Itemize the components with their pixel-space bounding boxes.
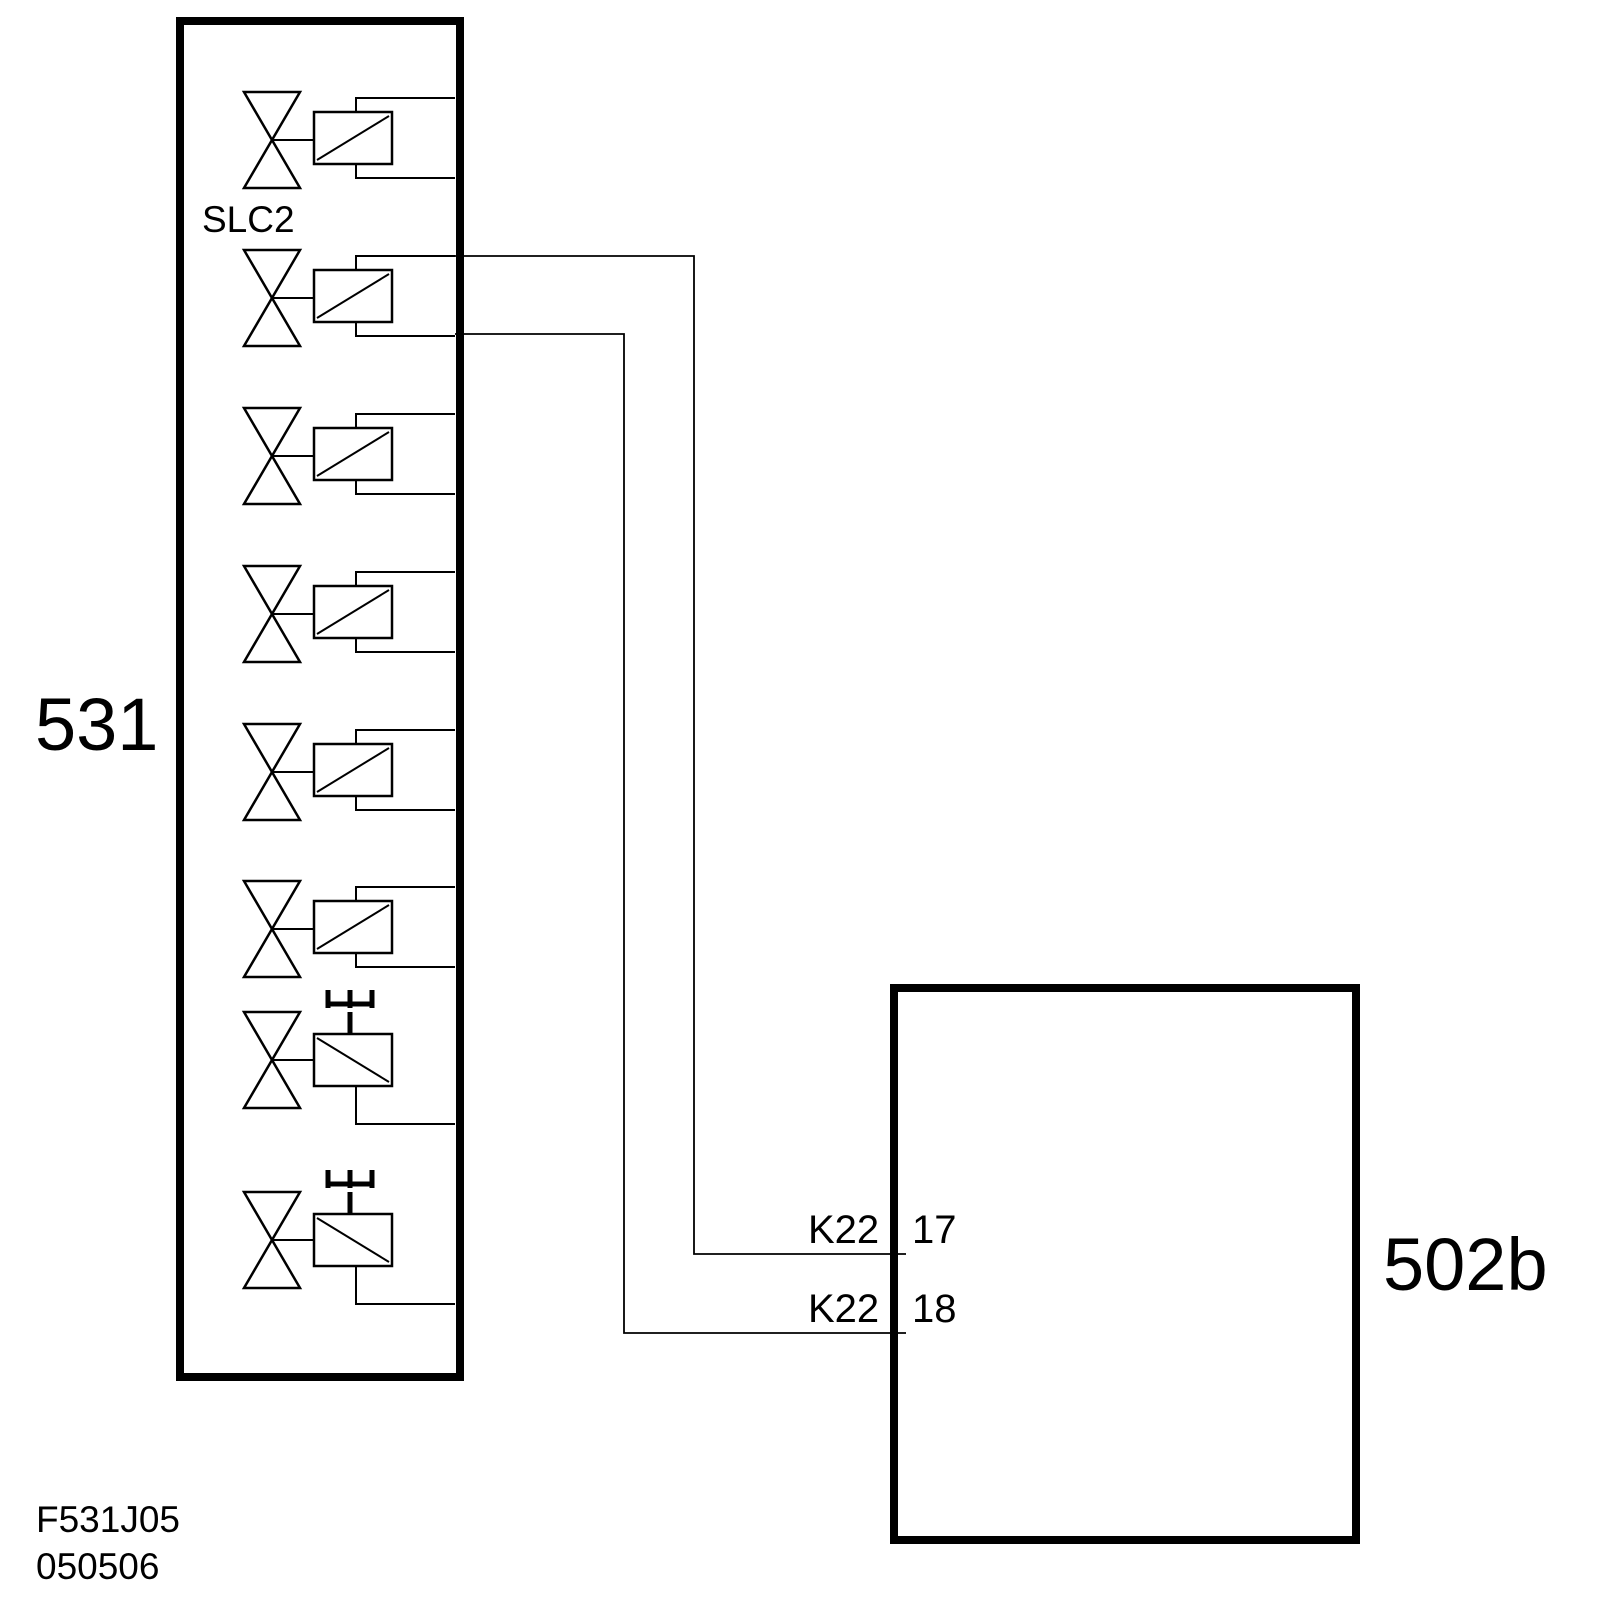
solenoid-valve-3 [242, 406, 457, 506]
solenoid-valve-6 [242, 879, 457, 979]
pin-17-connector: K22 [808, 1208, 879, 1252]
wire-k22-17 [455, 255, 906, 1255]
solenoid-valve-slc2 [242, 248, 457, 348]
component-502b-box [890, 984, 1360, 1544]
solenoid-valve-4 [242, 564, 457, 664]
pin-17-number: 17 [912, 1208, 957, 1252]
proportional-valve-1 [244, 990, 455, 1124]
solenoid-valve-5 [242, 722, 457, 822]
figure-reference: F531J05 [36, 1499, 180, 1540]
solenoid-valve-1 [242, 90, 457, 190]
pin-18-connector: K22 [808, 1287, 879, 1331]
component-531-label: 531 [35, 683, 158, 766]
component-531-box [176, 17, 464, 1381]
component-502b-label: 502b [1383, 1223, 1548, 1306]
proportional-valve-2 [244, 1170, 455, 1304]
valve-slc2-label: SLC2 [202, 199, 295, 240]
wire-k22-18 [455, 333, 906, 1334]
figure-date: 050506 [36, 1546, 159, 1587]
pin-18-number: 18 [912, 1287, 957, 1331]
